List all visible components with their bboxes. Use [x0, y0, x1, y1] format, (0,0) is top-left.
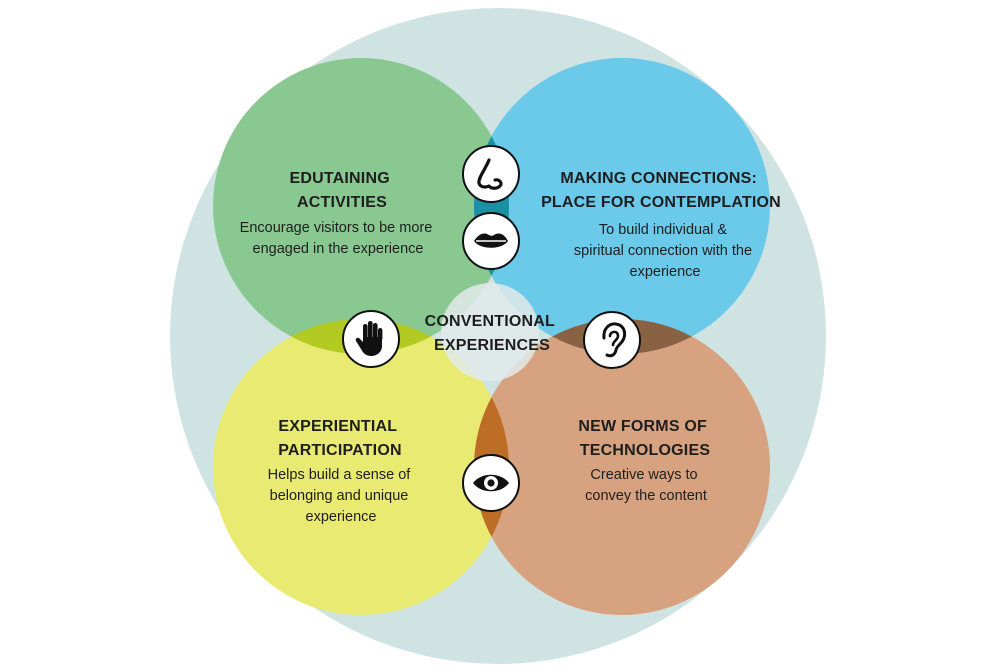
mouth-icon [462, 212, 520, 270]
center-circle [441, 283, 539, 381]
circle-experiential [213, 319, 509, 615]
circle-technologies [474, 319, 770, 615]
hand-icon [342, 310, 400, 368]
edutaining-description: Encourage visitors to be more engaged in… [240, 220, 437, 257]
circle-edutaining [213, 58, 509, 354]
technologies-title: NEW FORMS OF TECHNOLOGIES [578, 418, 711, 459]
nose-icon [462, 145, 520, 203]
technologies-description: Creative ways to convey the content [585, 467, 707, 504]
circle-making-connections [474, 58, 770, 354]
experiential-description: Helps build a sense of belonging and uni… [268, 467, 415, 525]
edutaining-title: EDUTAINING ACTIVITIES [289, 170, 394, 211]
center-title: CONVENTIONAL EXPERIENCES [425, 313, 560, 354]
experiential-title: EXPERIENTIAL PARTICIPATION [278, 418, 401, 459]
making-connections-title: MAKING CONNECTIONS: PLACE FOR CONTEMPLAT… [541, 170, 781, 211]
ear-icon [583, 311, 641, 369]
eye-icon [462, 454, 520, 512]
making-connections-description: To build individual & spiritual connecti… [574, 222, 756, 280]
